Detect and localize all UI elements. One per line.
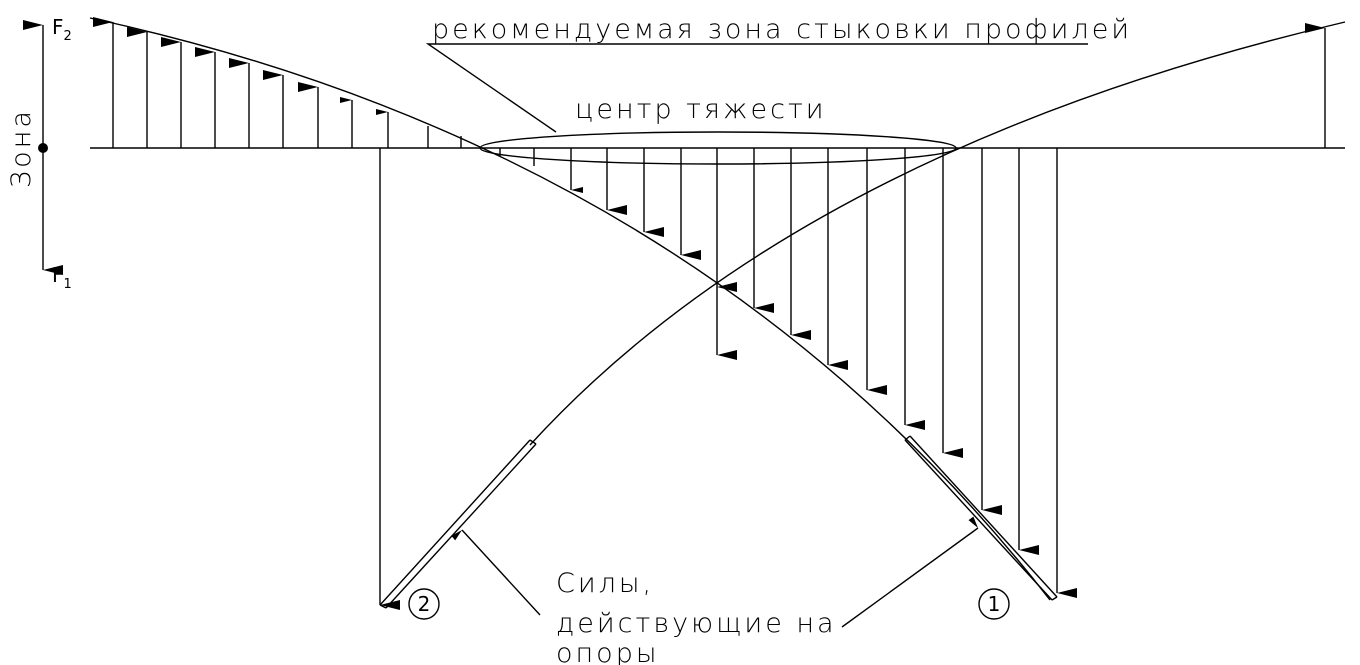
recommended-zone-label: рекомендуемая зона стыковки профилей xyxy=(432,14,1132,45)
forces-label-line2: действующие на xyxy=(556,608,837,639)
forces-label-line1: Силы, xyxy=(556,568,654,599)
curve-1 xyxy=(89,17,1051,601)
force-bottom-label: F1 xyxy=(52,263,72,292)
zone-label: Зона xyxy=(6,108,37,188)
support-2-circle xyxy=(408,588,440,620)
forces-label-line3: опоры xyxy=(556,638,660,665)
support-1-circle xyxy=(978,588,1010,620)
support-1-label: 1 xyxy=(988,592,1001,616)
forces-leader-left xyxy=(451,529,541,616)
curve-2 xyxy=(529,21,1346,446)
forces-leader-right xyxy=(841,516,979,628)
upward-force-arrows xyxy=(93,17,1326,148)
downward-force-arrows xyxy=(499,148,963,458)
zone-leader xyxy=(425,43,1088,133)
support-force-arrows xyxy=(379,148,1077,610)
support-profile-1 xyxy=(904,435,1058,601)
zone-axis-dot xyxy=(38,143,48,153)
center-gravity-label: центр тяжести xyxy=(575,94,827,125)
center-gravity-ellipse xyxy=(479,131,957,165)
support-profile-2 xyxy=(379,439,537,609)
support-2-label: 2 xyxy=(418,592,431,616)
force-top-label: F2 xyxy=(52,15,72,44)
